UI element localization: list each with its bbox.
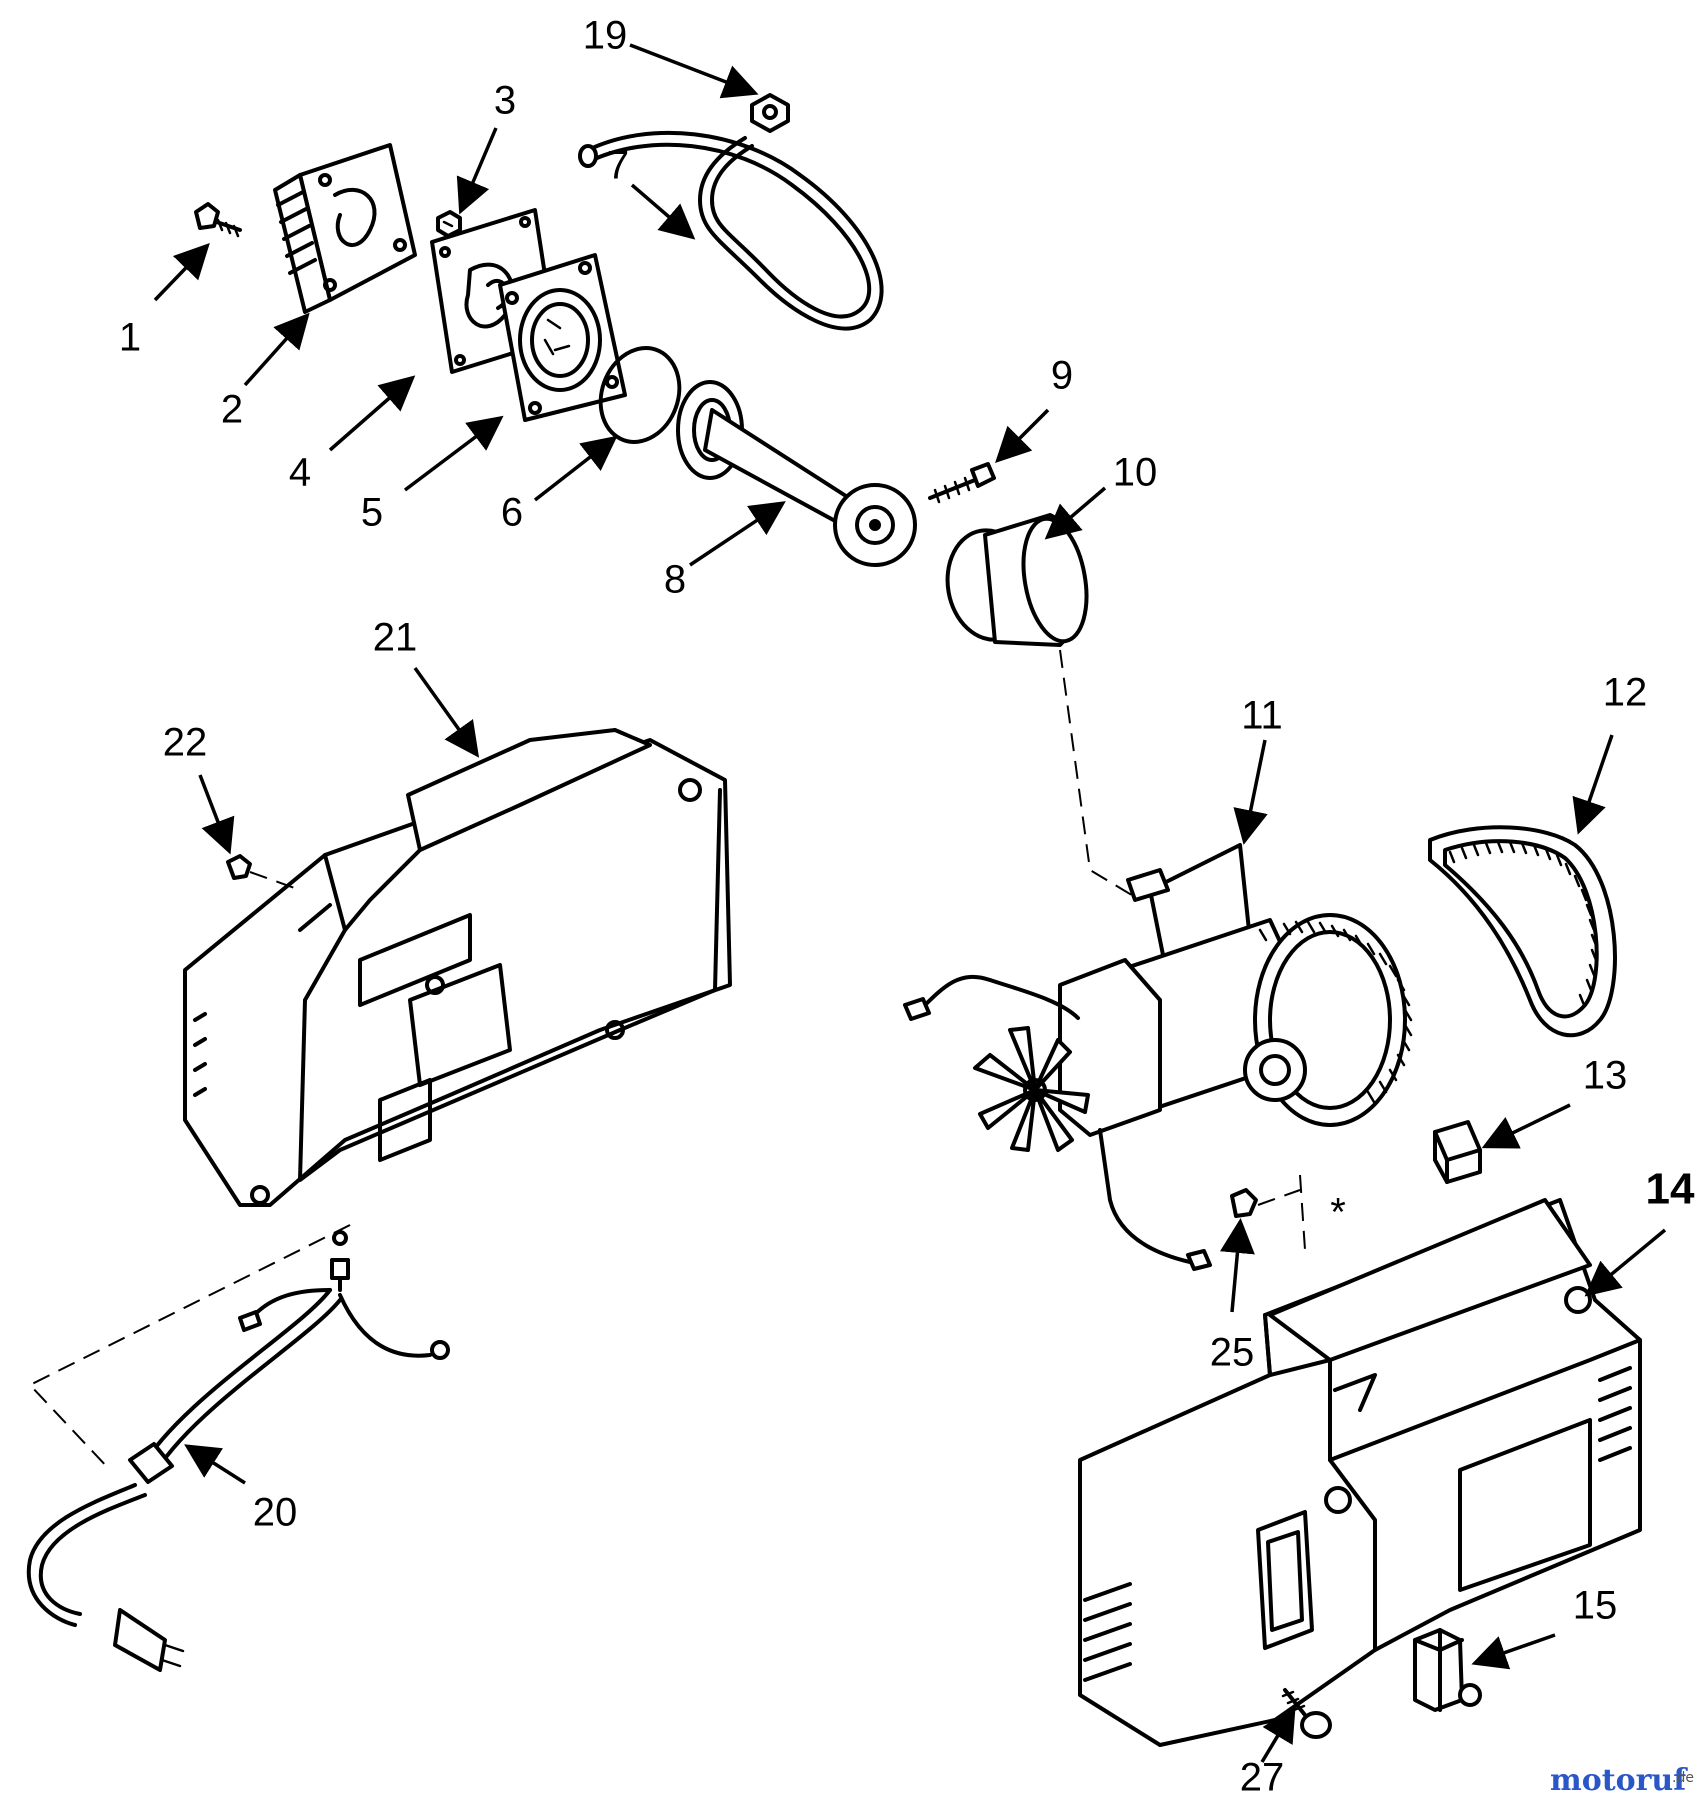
watermark-text: motoruf <box>1550 1763 1688 1798</box>
part-20-power-cord <box>26 1224 450 1672</box>
callout-13: 13 <box>1583 1054 1628 1098</box>
part-21-rear-shroud <box>183 728 732 1207</box>
callout-6: 6 <box>501 491 523 535</box>
leader-20 <box>184 1444 246 1485</box>
leader-11 <box>1233 739 1268 845</box>
part-7-tube <box>578 130 884 331</box>
part-10-piston-cup <box>945 513 1089 647</box>
part-2-cylinder-head <box>273 143 417 314</box>
part-12-belt <box>1428 825 1617 1038</box>
part-1-bolt <box>194 202 242 238</box>
callout-8: 8 <box>664 558 686 602</box>
leader-1 <box>153 242 210 302</box>
watermark-suffix: .de <box>1672 1770 1694 1786</box>
leader-9 <box>995 408 1050 463</box>
callout-21: 21 <box>373 616 418 660</box>
callout-25: 25 <box>1210 1331 1255 1375</box>
callout-22: 22 <box>163 721 208 765</box>
callout-9: 9 <box>1051 354 1073 398</box>
fan-blade <box>973 1026 1090 1152</box>
leader-25 <box>1220 1218 1255 1313</box>
part-14-front-shroud <box>1078 1198 1642 1747</box>
part-3-valve-clip <box>436 210 462 238</box>
callout-5: 5 <box>361 491 383 535</box>
asterisk-note: * <box>1330 1191 1346 1235</box>
guide-line-10-11 <box>1059 649 1141 901</box>
callout-19: 19 <box>583 14 628 58</box>
callout-3: 3 <box>494 79 516 123</box>
leader-27 <box>1260 1705 1296 1763</box>
leader-10 <box>1044 486 1107 540</box>
callout-20: 20 <box>253 1491 298 1535</box>
leader-8 <box>689 501 786 567</box>
leader-6 <box>533 435 618 502</box>
callout-27: 27 <box>1240 1756 1285 1800</box>
leader-19 <box>629 43 759 99</box>
part-5-cylinder-plate <box>498 253 627 422</box>
callout-11: 11 <box>1241 694 1283 738</box>
leader-4 <box>328 375 416 452</box>
leader-22 <box>198 774 235 855</box>
leader-3 <box>456 127 498 215</box>
callout-1: 1 <box>119 316 141 360</box>
callout-10: 10 <box>1113 451 1158 495</box>
part-8-connecting-rod <box>676 380 917 567</box>
leader-15 <box>1471 1633 1556 1670</box>
watermark-logo: motoruf .de <box>1550 1763 1694 1798</box>
part-22-screw <box>226 854 301 891</box>
callout-2: 2 <box>221 388 243 432</box>
part-15-switch <box>1413 1628 1482 1712</box>
part-27-screw <box>1281 1688 1332 1739</box>
leader-13 <box>1481 1103 1571 1149</box>
leader-2 <box>243 312 310 387</box>
callout-14: 14 <box>1646 1165 1695 1214</box>
callout-12: 12 <box>1603 671 1648 715</box>
part-11-motor-assembly <box>903 843 1413 1271</box>
part-6-o-ring <box>598 346 682 444</box>
part-9-screw <box>928 462 996 504</box>
callout-15: 15 <box>1573 1584 1618 1628</box>
callout-4: 4 <box>289 451 311 495</box>
leader-14 <box>1584 1228 1667 1297</box>
part-25-screw <box>1230 1174 1306 1251</box>
part-13-block <box>1433 1120 1482 1184</box>
leader-5 <box>403 415 504 492</box>
callout-7: 7 <box>607 144 629 188</box>
leader-21 <box>413 666 480 758</box>
leader-7 <box>630 183 696 240</box>
part-19-elbow-fitting <box>750 93 790 133</box>
leader-12 <box>1572 734 1614 835</box>
